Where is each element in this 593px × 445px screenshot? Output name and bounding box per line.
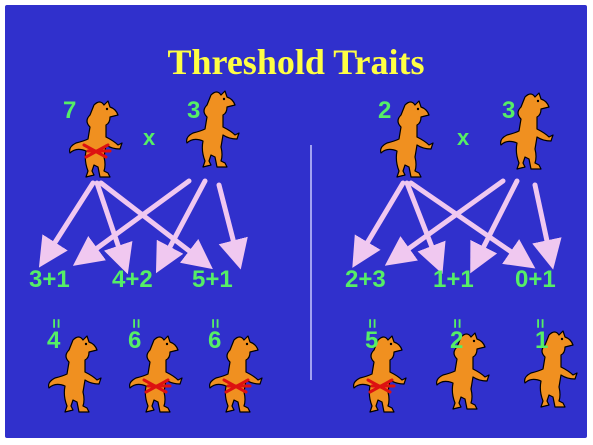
left-parent1-value: 7 [63,97,77,124]
right-result-1: 5 [365,327,379,354]
right-sum-2: 1+1 [433,266,474,293]
right-parent1-value: 2 [378,97,392,124]
left-sum-2: 4+2 [112,266,153,293]
left-sum-3: 5+1 [192,266,233,293]
right-arrows [352,178,562,274]
left-cross-symbol: x [143,125,156,150]
right-offspring3-dog-icon [523,330,578,408]
left-result-3: 6 [208,327,222,354]
left-arrows [38,178,248,275]
right-offspring1-dog-icon [353,335,407,413]
right-result-3: 1 [535,327,549,354]
diagram-graphics [38,90,578,413]
left-parent1-dog-icon [68,100,123,178]
right-parent2-value: 3 [502,97,516,124]
right-sum-3: 0+1 [515,266,556,293]
left-result-1: 4 [47,327,61,354]
right-result-2: 2 [450,327,464,354]
left-result-2: 6 [128,327,142,354]
slide: Threshold Traits [5,5,587,438]
left-sum-1: 3+1 [29,266,70,293]
slide-title: Threshold Traits [167,42,425,82]
left-parent2-value: 3 [187,97,201,124]
right-sum-1: 2+3 [345,266,386,293]
right-cross-symbol: x [457,125,470,150]
